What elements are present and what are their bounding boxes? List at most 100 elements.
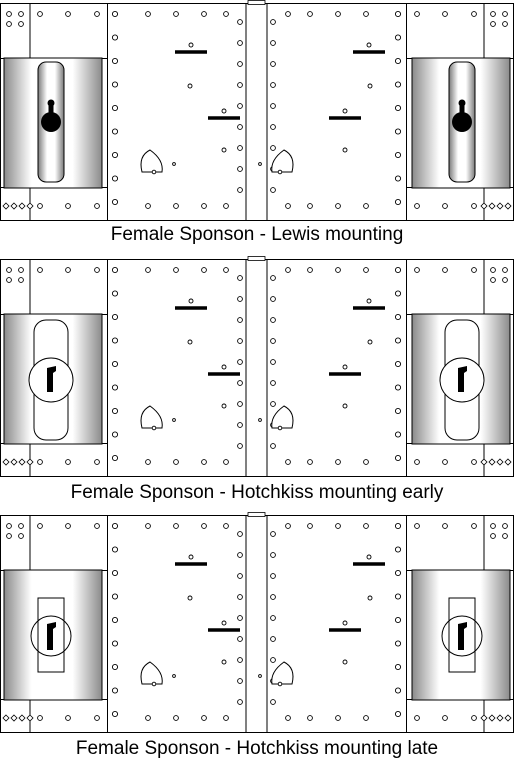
rivet [18, 11, 24, 17]
rivet [111, 454, 119, 462]
rivet [394, 337, 402, 344]
rivet [65, 523, 71, 529]
rivet [221, 108, 227, 114]
rivet [111, 128, 119, 135]
rivet [394, 569, 402, 577]
vision-port-flap [271, 149, 294, 173]
rivet [201, 267, 207, 273]
rivet [172, 162, 176, 166]
rivet [270, 82, 276, 88]
rivet [237, 636, 243, 642]
left-top-strip [0, 259, 108, 315]
rivet [367, 83, 373, 89]
rivet [270, 552, 276, 558]
panel-lewis: Female Sponson - Lewis mounting [0, 0, 514, 250]
rivet [442, 523, 448, 529]
rivet [6, 267, 12, 273]
rivet [111, 57, 119, 65]
rivet [363, 523, 369, 529]
hotchkiss-late-plate-front [37, 597, 65, 673]
rivet [237, 19, 243, 25]
rivet [394, 687, 402, 694]
rivet [173, 203, 179, 209]
rivet [111, 663, 119, 671]
rivet [471, 523, 477, 529]
lewis-gun-ball [41, 112, 61, 132]
rivet-diamond [2, 458, 10, 466]
rivet [442, 715, 448, 721]
rivet [188, 42, 194, 48]
rivet [335, 715, 341, 721]
hotchkiss-gun [458, 366, 467, 392]
rivet [237, 573, 243, 579]
rivet [307, 523, 313, 529]
rivet [394, 266, 402, 274]
rivet [94, 715, 100, 721]
rivet [307, 715, 313, 721]
rivet [363, 11, 369, 17]
rivet [394, 10, 402, 18]
rivet [223, 523, 229, 529]
rivet [270, 636, 276, 642]
rivet-diamond [504, 202, 512, 210]
right-bottom-strip [406, 699, 514, 733]
rivet [471, 715, 477, 721]
rivet [471, 267, 477, 273]
rivet [151, 425, 157, 431]
rivet [237, 678, 243, 684]
rivet [18, 21, 24, 27]
rivet [111, 337, 119, 344]
rivet [502, 277, 508, 283]
rivet [237, 401, 243, 407]
right-top-strip [406, 3, 514, 59]
rivet-diamond [488, 458, 496, 466]
lewis-gun-ball [452, 112, 472, 132]
rivet [187, 339, 193, 345]
lewis-gun-foresight [458, 99, 466, 107]
rivet [394, 593, 402, 600]
rivet [285, 11, 291, 17]
rivet [285, 267, 291, 273]
rivet [335, 459, 341, 465]
rivet [237, 296, 243, 302]
panel-hotchkiss-late: Female Sponson - Hotchkiss mounting late [0, 512, 514, 768]
panel-hotchkiss-early: Female Sponson - Hotchkiss mounting earl… [0, 256, 514, 508]
lewis-gun-barrel [459, 104, 465, 116]
rivet [223, 11, 229, 17]
rivet [394, 57, 402, 65]
rivet [394, 710, 402, 718]
rivet [237, 187, 243, 193]
rivet [366, 554, 372, 560]
rivet [335, 203, 341, 209]
rivet [502, 11, 508, 17]
rivet-diamond [504, 714, 512, 722]
rivet [37, 11, 43, 17]
rivet [173, 715, 179, 721]
rivet [223, 715, 229, 721]
rivet [471, 11, 477, 17]
rivet [394, 663, 402, 671]
rivet [65, 11, 71, 17]
rivet [270, 443, 276, 449]
hotchkiss-gun [47, 622, 56, 650]
rivet [111, 81, 119, 88]
rivet [270, 380, 276, 386]
rivet [94, 459, 100, 465]
rivet [442, 11, 448, 17]
rivet [111, 360, 119, 368]
right-bottom-strip [406, 187, 514, 221]
rivet [258, 418, 262, 422]
rivet [111, 687, 119, 694]
rivet [414, 715, 420, 721]
rivet [187, 83, 193, 89]
rivet [65, 267, 71, 273]
rivet [394, 81, 402, 88]
rivet [270, 40, 276, 46]
rivet [270, 275, 276, 281]
rivet [490, 11, 496, 17]
rivet [37, 715, 43, 721]
rivet [221, 147, 227, 153]
rivet [111, 407, 119, 415]
rivet [270, 103, 276, 109]
rivet [394, 454, 402, 462]
